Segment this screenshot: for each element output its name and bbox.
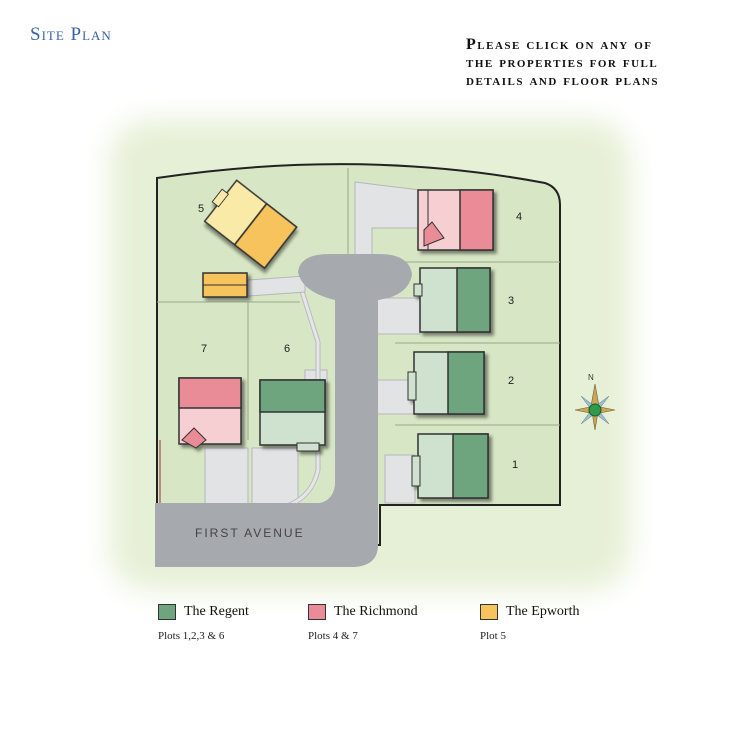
legend-swatch-regent [158,604,176,620]
instruction-line-2: the properties for full [466,54,659,71]
page-title: Site Plan [30,24,112,45]
street-label: FIRST AVENUE [195,526,305,540]
house-plot-7-richmond[interactable] [178,377,242,449]
plot-boundaries [157,168,560,440]
legend-name-epworth: The Epworth [506,604,580,619]
legend-swatch-epworth [480,604,498,620]
compass-rose-icon: N [574,373,616,431]
plot-label-6: 6 [284,343,290,355]
legend-item-richmond[interactable]: The Richmond Plots 4 & 7 [308,604,418,642]
plot-label-3: 3 [508,295,514,307]
house-plot-3-regent[interactable] [413,267,491,333]
house-plot-4-richmond[interactable] [417,189,494,251]
legend-name-richmond: The Richmond [334,604,418,619]
access-path [247,275,306,297]
legend-name-regent: The Regent [184,604,249,619]
legend-plots-epworth: Plot 5 [480,630,506,642]
road-first-avenue [155,254,412,567]
house-plot-5-epworth[interactable] [200,177,298,270]
legend-item-regent[interactable]: The Regent Plots 1,2,3 & 6 [158,604,249,642]
plot-label-1: 1 [512,459,518,471]
house-plot-6-regent[interactable] [259,379,326,452]
legend-plots-richmond: Plots 4 & 7 [308,630,358,642]
plot-label-2: 2 [508,375,514,387]
plot-label-5: 5 [198,203,204,215]
instruction-line-1: Please click on any of [466,36,653,53]
plot-label-7: 7 [201,343,207,355]
instruction-line-3: details and floor plans [466,72,659,89]
compass-north-label: N [588,373,594,382]
plot-label-4: 4 [516,211,522,223]
house-plot-1-regent[interactable] [411,433,489,499]
legend-plots-regent: Plots 1,2,3 & 6 [158,630,225,642]
legend-item-epworth[interactable]: The Epworth Plot 5 [480,604,579,642]
legend-swatch-richmond [308,604,326,620]
house-plot-2-regent[interactable] [407,351,485,415]
garage-plot-5-epworth[interactable] [202,272,248,298]
instructions: Please click on any of the properties fo… [466,36,726,90]
